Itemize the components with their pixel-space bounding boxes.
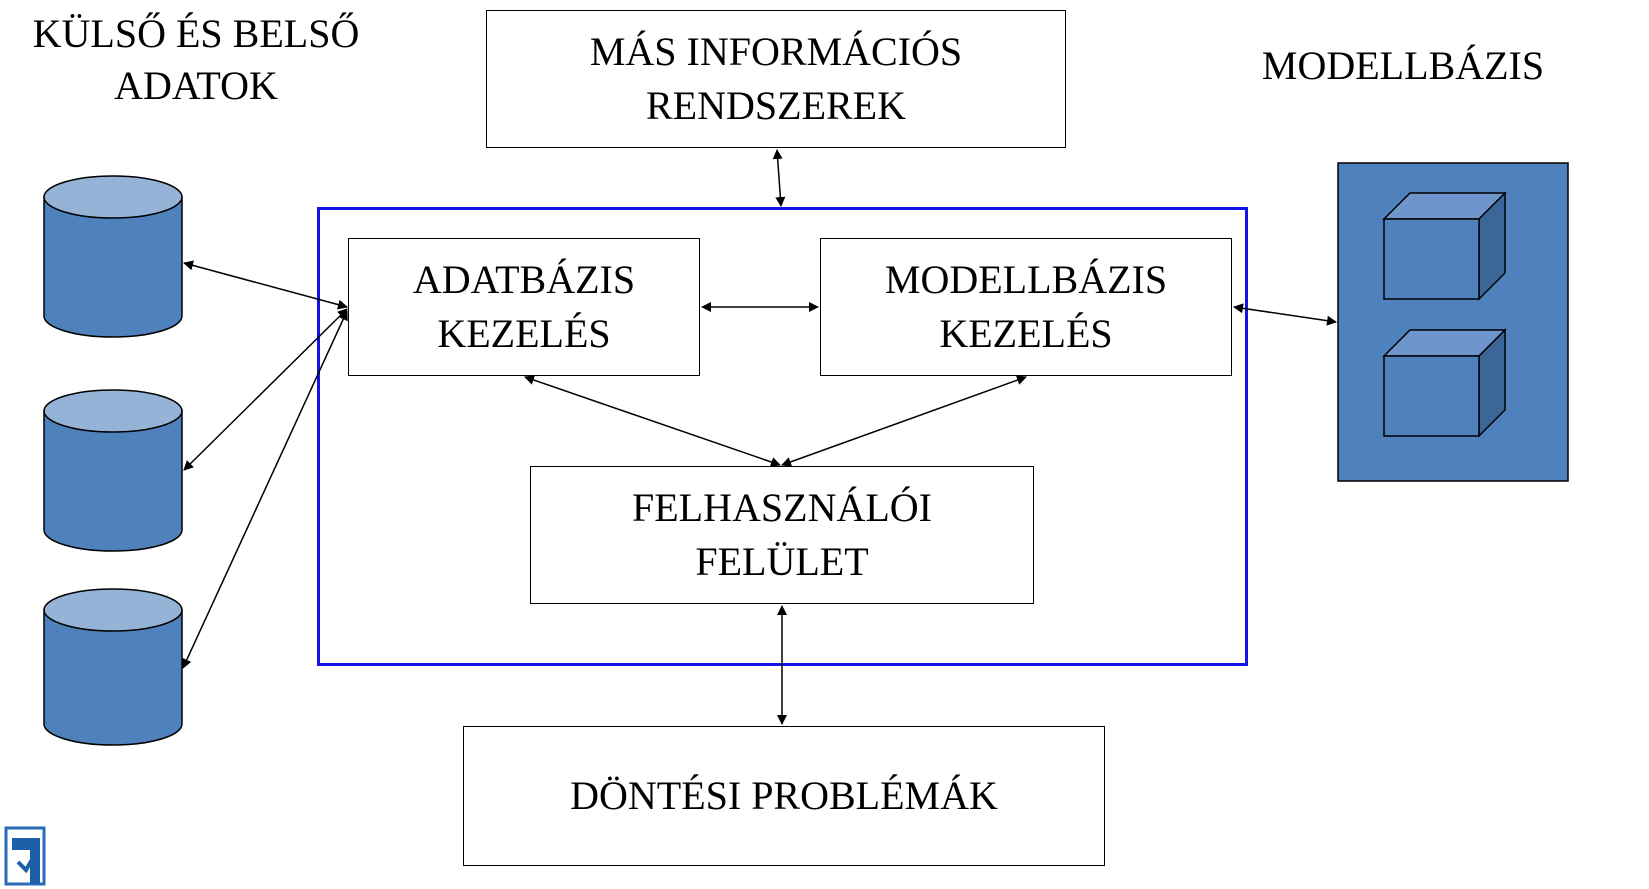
database-management-box: ADATBÁZIS KEZELÉS: [348, 238, 700, 376]
arrow-model-management-to-model-base: [1233, 303, 1337, 326]
database-cylinder-icon: [43, 175, 183, 338]
model-base-label: MODELLBÁZIS: [1261, 43, 1545, 88]
external-internal-data-label: KÜLSŐ ÉS BELSŐ ADATOK: [0, 8, 392, 112]
user-interface-line2: FELÜLET: [695, 539, 869, 584]
other-info-systems-line1: MÁS INFORMÁCIÓS: [589, 29, 963, 74]
decision-problems-label: DÖNTÉSI PROBLÉMÁK: [570, 773, 998, 818]
model-base-management-line1: MODELLBÁZIS: [884, 257, 1168, 302]
arrow-db2-to-db-management: [183, 308, 348, 471]
model-base-management-line2: KEZELÉS: [939, 311, 1113, 356]
arrow-other-systems-to-frame: [772, 149, 786, 207]
user-interface-box: FELHASZNÁLÓI FELÜLET: [530, 466, 1034, 604]
external-internal-data-label-line1: KÜLSŐ ÉS BELSŐ: [32, 11, 360, 56]
database-cylinder-icon: [43, 588, 183, 746]
arrow-model-management-to-user-interface: [781, 375, 1027, 467]
model-cube-icon: [1382, 191, 1507, 301]
decision-problems-box: DÖNTÉSI PROBLÉMÁK: [463, 726, 1105, 866]
model-base-management-box: MODELLBÁZIS KEZELÉS: [820, 238, 1232, 376]
logo-icon: [4, 826, 46, 886]
database-management-line1: ADATBÁZIS: [412, 257, 636, 302]
other-info-systems-line2: RENDSZEREK: [646, 83, 906, 128]
database-cylinder-icon: [43, 389, 183, 552]
arrow-db1-to-db-management: [183, 260, 348, 310]
model-cube-icon: [1382, 328, 1507, 438]
arrow-db-management-to-user-interface: [524, 375, 781, 467]
user-interface-line1: FELHASZNÁLÓI: [632, 485, 932, 530]
external-internal-data-label-line2: ADATOK: [114, 63, 278, 108]
arrow-db3-to-db-management: [182, 310, 348, 669]
database-management-line2: KEZELÉS: [437, 311, 611, 356]
other-info-systems-box: MÁS INFORMÁCIÓS RENDSZEREK: [486, 10, 1066, 148]
